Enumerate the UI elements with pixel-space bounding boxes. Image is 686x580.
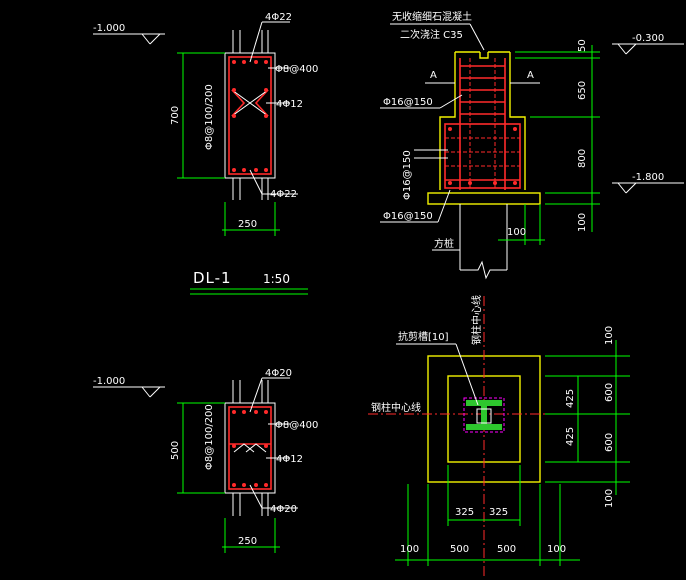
- pier-section: 无收缩细石混凝土 二次浇注 C35: [380, 10, 684, 280]
- pier-note-line1: 无收缩细石混凝土: [392, 10, 472, 23]
- plan-right-dim-4: 100: [604, 489, 615, 508]
- pier-dim-middle: 650: [577, 81, 588, 100]
- pier-rebar-label-3: Φ16@150: [383, 211, 433, 222]
- pier-note-line2: 二次浇注 C35: [400, 28, 463, 41]
- pier-pile-dim: 100: [507, 227, 526, 238]
- beam2-stirrup: [228, 406, 272, 490]
- beam1-stirrup: [228, 56, 272, 175]
- plan-bottom-dim-4: 100: [547, 544, 566, 555]
- beam2-height-text: 500: [170, 441, 181, 460]
- pier-footing-base: [427, 192, 541, 205]
- pier-rebar-label-1: Φ16@150: [383, 97, 433, 108]
- beam-title-name: DL-1: [193, 269, 232, 287]
- plan-view: 抗剪槽[10] 钢柱中心线 钢柱中心线 100 600 600 100 425 …: [368, 295, 630, 578]
- beam1-height-text: 700: [170, 106, 181, 125]
- plan-axis-horizontal-label: 钢柱中心线: [371, 401, 421, 414]
- beam1-outline: [224, 52, 276, 179]
- pier-elevation-bottom-marker: -1.800: [612, 172, 684, 194]
- pier-pile-label: 方桩: [434, 237, 454, 250]
- beam2-top-rebar-label: 4Φ20: [265, 368, 292, 379]
- pier-dim-top: 50: [577, 39, 588, 52]
- plan-inner-dim-1: 425: [565, 389, 576, 408]
- pier-lower-cage: [444, 123, 521, 189]
- beam2-side-stirrup-label: Φ8@100/200: [204, 404, 215, 470]
- beam1-width-text: 250: [238, 219, 257, 230]
- plan-column-flange-top: [466, 400, 502, 406]
- plan-inner-bottom-dim-1: 325: [455, 507, 474, 518]
- beam2-stirrup-label: Φ8@400: [275, 420, 318, 431]
- plan-right-dim-1: 100: [604, 326, 615, 345]
- plan-inner-bottom-dim-2: 325: [489, 507, 508, 518]
- pier-section-mark-left: A: [430, 70, 437, 81]
- beam2-elevation-text: -1.000: [93, 376, 125, 387]
- beam1-rebar-dots: [232, 60, 268, 172]
- beam1-elevation-marker: -1.000: [93, 23, 165, 45]
- plan-shear-key-outline: [463, 397, 505, 433]
- beam1-middle-rebar-label: 4Φ12: [276, 99, 303, 110]
- plan-bottom-dim-1: 100: [400, 544, 419, 555]
- beam2-width-text: 250: [238, 536, 257, 547]
- plan-shear-key-label: 抗剪槽[10]: [398, 330, 449, 343]
- beam2-rebar-dots: [232, 410, 268, 487]
- beam1-elevation-text: -1.000: [93, 23, 125, 34]
- plan-inner-dim-2: 425: [565, 427, 576, 446]
- beam-title: DL-1 1:50: [190, 269, 308, 295]
- pier-dim-lower: 800: [577, 149, 588, 168]
- plan-bottom-dim-3: 500: [497, 544, 516, 555]
- beam1-stirrup-label: Φ8@400: [275, 64, 318, 75]
- beam2-elevation-marker: -1.000: [93, 376, 165, 398]
- pier-dim-bottom: 100: [577, 213, 588, 232]
- beam1-side-stirrup-label: Φ8@100/200: [204, 84, 215, 150]
- pier-pile: [459, 204, 508, 280]
- pier-rebar-label-2: Φ16@150: [402, 150, 413, 200]
- beam2-outline: [224, 402, 276, 494]
- pier-grout-pocket: [479, 52, 489, 59]
- beam1-section: -1.000: [93, 12, 318, 236]
- beam1-bottom-rebar-label: 4Φ22: [270, 189, 297, 200]
- plan-axis-vertical-label: 钢柱中心线: [470, 295, 483, 345]
- beam2-section: -1.000 4Φ20 Φ8@400 4Φ12 4Φ20 Φ8@: [93, 368, 318, 553]
- beam-title-scale: 1:50: [263, 272, 290, 286]
- plan-column-flange-bottom: [466, 424, 502, 430]
- plan-right-dim-2: 600: [604, 383, 615, 402]
- plan-right-dim-3: 600: [604, 433, 615, 452]
- pier-outline-left: [439, 52, 456, 190]
- beam1-top-rebar-label: 4Φ22: [265, 12, 292, 23]
- beam2-bottom-rebar-label: 4Φ20: [270, 504, 297, 515]
- pier-section-mark-right: A: [527, 70, 534, 81]
- pier-outline-right: [509, 52, 526, 190]
- pier-elev-bottom-text: -1.800: [632, 172, 664, 183]
- beam2-middle-rebar-label: 4Φ12: [276, 454, 303, 465]
- plan-column-web: [481, 406, 487, 424]
- plan-bottom-dim-2: 500: [450, 544, 469, 555]
- pier-elev-top-text: -0.300: [632, 33, 664, 44]
- pier-elevation-top-marker: -0.300: [612, 33, 684, 55]
